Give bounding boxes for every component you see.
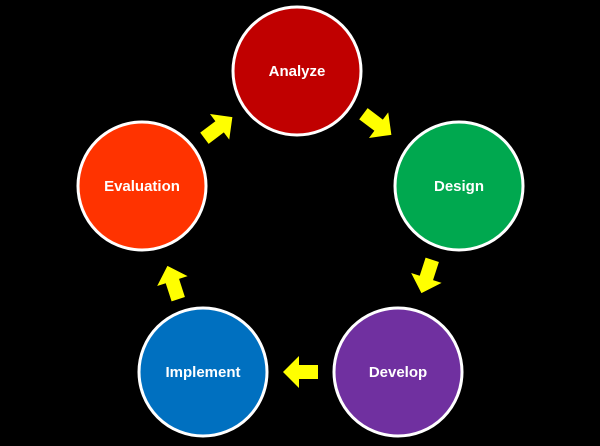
arrow-implement-to-evaluation-icon	[157, 265, 188, 302]
node-evaluation-circle	[76, 120, 208, 252]
node-evaluation: Evaluation	[76, 120, 208, 252]
node-design-label: Design	[434, 178, 484, 195]
node-analyze: Analyze	[231, 5, 363, 137]
node-analyze-label: Analyze	[269, 63, 326, 80]
node-implement-label: Implement	[165, 364, 240, 381]
node-develop-label: Develop	[369, 364, 427, 381]
arrow-analyze-to-design-icon	[359, 108, 392, 138]
arrow-design-to-develop-icon	[411, 257, 442, 294]
node-develop: Develop	[332, 306, 464, 438]
arrow-evaluation-to-analyze-icon	[200, 114, 233, 144]
node-implement: Implement	[137, 306, 269, 438]
node-design-circle	[393, 120, 525, 252]
node-evaluation-label: Evaluation	[104, 178, 180, 195]
node-design: Design	[393, 120, 525, 252]
node-develop-circle	[332, 306, 464, 438]
node-implement-circle	[137, 306, 269, 438]
arrow-develop-to-implement-icon	[283, 356, 318, 388]
node-analyze-circle	[231, 5, 363, 137]
